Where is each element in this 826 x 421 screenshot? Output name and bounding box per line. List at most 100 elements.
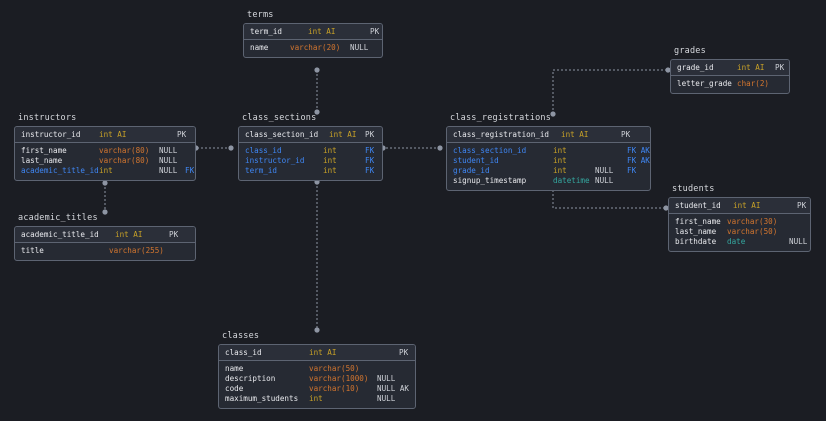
column-row[interactable]: letter_grade char(2) bbox=[671, 79, 789, 89]
table-classes[interactable]: classes class_id int AI PK name varchar(… bbox=[218, 331, 416, 409]
column-name: class_section_id bbox=[453, 146, 527, 155]
column-name: name bbox=[225, 364, 244, 373]
column-key: PK bbox=[621, 130, 631, 139]
table-title: class_sections bbox=[242, 113, 317, 123]
column-type: int bbox=[99, 166, 113, 175]
primary-key-row[interactable]: student_id int AI PK bbox=[669, 198, 810, 214]
column-type: varchar(80) bbox=[99, 156, 150, 165]
table-instructors[interactable]: instructors instructor_id int AI PK firs… bbox=[14, 113, 196, 181]
table-students[interactable]: students student_id int AI PK first_name… bbox=[668, 184, 811, 252]
primary-key-row[interactable]: class_section_id int AI PK bbox=[239, 127, 382, 143]
table-body[interactable]: class_section_id int AI PK class_id int … bbox=[238, 126, 383, 181]
column-row[interactable]: instructor_id int FK bbox=[239, 156, 382, 166]
column-name: last_name bbox=[675, 227, 717, 236]
column-name: instructor_id bbox=[245, 156, 305, 165]
column-list: title varchar(255) bbox=[15, 243, 195, 260]
column-row[interactable]: first_name varchar(80) NULL bbox=[15, 146, 195, 156]
column-list: letter_grade char(2) bbox=[671, 76, 789, 93]
table-title: grades bbox=[674, 46, 706, 56]
table-class_sections[interactable]: class_sections class_section_id int AI P… bbox=[238, 113, 383, 181]
column-type: varchar(20) bbox=[290, 43, 341, 52]
column-name: signup_timestamp bbox=[453, 176, 527, 185]
column-row[interactable]: signup_timestamp datetime NULL bbox=[447, 176, 650, 186]
column-name: academic_title_id bbox=[21, 230, 99, 239]
table-academic_titles[interactable]: academic_titles academic_title_id int AI… bbox=[14, 213, 196, 261]
column-row[interactable]: student_id int FK AK bbox=[447, 156, 650, 166]
column-nullable: NULL bbox=[377, 374, 396, 383]
table-body[interactable]: term_id int AI PK name varchar(20) NULL bbox=[243, 23, 383, 58]
column-row[interactable]: maximum_students int NULL bbox=[219, 394, 415, 404]
column-name: title bbox=[21, 246, 44, 255]
connector-endpoint bbox=[228, 145, 234, 151]
primary-key-row[interactable]: term_id int AI PK bbox=[244, 24, 382, 40]
column-key: PK bbox=[399, 348, 409, 357]
column-key: FK AK bbox=[627, 156, 650, 165]
column-row[interactable]: last_name varchar(50) bbox=[669, 227, 810, 237]
primary-key-row[interactable]: instructor_id int AI PK bbox=[15, 127, 195, 143]
column-nullable: NULL bbox=[350, 43, 369, 52]
column-type: char(2) bbox=[737, 79, 770, 88]
column-key: FK AK bbox=[627, 146, 650, 155]
table-terms[interactable]: terms term_id int AI PK name varchar(20)… bbox=[243, 10, 383, 58]
column-type: int bbox=[323, 156, 337, 165]
column-name: first_name bbox=[675, 217, 721, 226]
connector-endpoint bbox=[437, 145, 443, 151]
column-name: grade_id bbox=[677, 63, 714, 72]
column-name: birthdate bbox=[675, 237, 717, 246]
column-name: last_name bbox=[21, 156, 63, 165]
table-body[interactable]: instructor_id int AI PK first_name varch… bbox=[14, 126, 196, 181]
table-body[interactable]: grade_id int AI PK letter_grade char(2) bbox=[670, 59, 790, 94]
table-body[interactable]: academic_title_id int AI PK title varcha… bbox=[14, 226, 196, 261]
column-name: academic_title_id bbox=[21, 166, 99, 175]
column-name: term_id bbox=[250, 27, 283, 36]
column-key: PK bbox=[775, 63, 785, 72]
column-row[interactable]: title varchar(255) bbox=[15, 246, 195, 256]
column-key: FK bbox=[627, 166, 637, 175]
column-row[interactable]: last_name varchar(80) NULL bbox=[15, 156, 195, 166]
primary-key-row[interactable]: grade_id int AI PK bbox=[671, 60, 789, 76]
column-nullable: NULL bbox=[159, 146, 178, 155]
column-row[interactable]: code varchar(10) NULL AK bbox=[219, 384, 415, 394]
column-row[interactable]: academic_title_id int NULL FK bbox=[15, 166, 195, 176]
column-row[interactable]: name varchar(20) NULL bbox=[244, 43, 382, 53]
column-type: int AI bbox=[309, 348, 337, 357]
column-row[interactable]: birthdate date NULL bbox=[669, 237, 810, 247]
table-body[interactable]: class_id int AI PK name varchar(50) desc… bbox=[218, 344, 416, 409]
column-name: name bbox=[250, 43, 269, 52]
column-nullable: NULL bbox=[789, 237, 808, 246]
column-name: letter_grade bbox=[677, 79, 732, 88]
column-type: varchar(1000) bbox=[309, 374, 369, 383]
column-type: int AI bbox=[308, 27, 336, 36]
column-row[interactable]: name varchar(50) bbox=[219, 364, 415, 374]
column-key: FK bbox=[185, 166, 195, 175]
connector-class_registrations-grades bbox=[552, 69, 668, 114]
column-name: class_registration_id bbox=[453, 130, 550, 139]
column-type: int bbox=[309, 394, 323, 403]
column-type: int AI bbox=[561, 130, 589, 139]
primary-key-row[interactable]: class_registration_id int AI PK bbox=[447, 127, 650, 143]
column-row[interactable]: first_name varchar(30) bbox=[669, 217, 810, 227]
table-body[interactable]: student_id int AI PK first_name varchar(… bbox=[668, 197, 811, 252]
table-title: academic_titles bbox=[18, 213, 98, 223]
table-grades[interactable]: grades grade_id int AI PK letter_grade c… bbox=[670, 46, 790, 94]
column-type: int bbox=[553, 156, 567, 165]
table-title: classes bbox=[222, 331, 260, 341]
connector-endpoint bbox=[102, 180, 108, 186]
column-row[interactable]: description varchar(1000) NULL bbox=[219, 374, 415, 384]
column-type: int AI bbox=[737, 63, 765, 72]
column-type: int AI bbox=[329, 130, 357, 139]
column-name: maximum_students bbox=[225, 394, 299, 403]
table-body[interactable]: class_registration_id int AI PK class_se… bbox=[446, 126, 651, 191]
column-name: first_name bbox=[21, 146, 67, 155]
column-row[interactable]: grade_id int NULL FK bbox=[447, 166, 650, 176]
primary-key-row[interactable]: class_id int AI PK bbox=[219, 345, 415, 361]
column-row[interactable]: term_id int FK bbox=[239, 166, 382, 176]
column-row[interactable]: class_id int FK bbox=[239, 146, 382, 156]
table-class_registrations[interactable]: class_registrations class_registration_i… bbox=[446, 113, 651, 191]
column-nullable: NULL bbox=[159, 156, 178, 165]
column-row[interactable]: class_section_id int FK AK bbox=[447, 146, 650, 156]
column-nullable: NULL bbox=[595, 166, 614, 175]
column-nullable: NULL AK bbox=[377, 384, 410, 393]
primary-key-row[interactable]: academic_title_id int AI PK bbox=[15, 227, 195, 243]
